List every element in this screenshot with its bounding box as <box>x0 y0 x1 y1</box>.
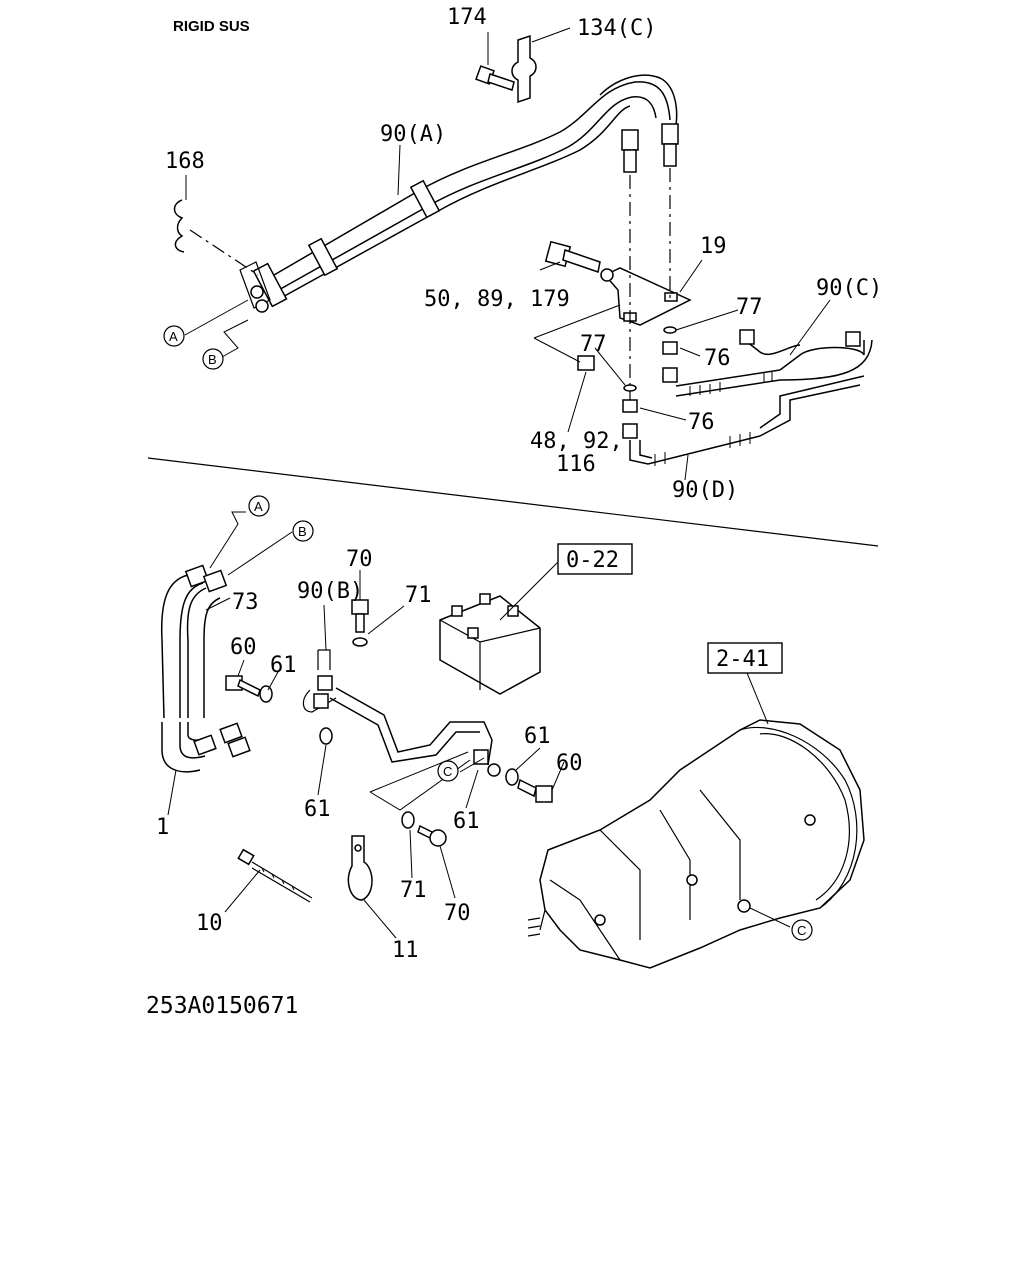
callout-11: 11 <box>392 938 419 963</box>
callout-61-mid: 61 <box>453 809 480 834</box>
valve-0-22 <box>439 593 541 695</box>
fasteners-top <box>577 326 678 413</box>
callout-labels: 174 134(C) 90(A) 168 19 50, 89, 179 77 7… <box>156 5 882 963</box>
circle-marker-a-bottom: A <box>248 495 270 517</box>
hose-73 <box>160 564 228 719</box>
callout-70-top: 70 <box>346 547 373 572</box>
callout-168: 168 <box>165 149 205 174</box>
reference-2-41-label: 2-41 <box>716 647 769 672</box>
callout-90d: 90(D) <box>672 478 738 503</box>
callout-174: 174 <box>447 5 487 30</box>
callout-70-bottom: 70 <box>444 901 471 926</box>
callout-60-left: 60 <box>230 635 257 660</box>
pipe-end-fittings <box>621 123 679 173</box>
reference-box-2-41: 2-41 <box>707 642 783 674</box>
fasteners-bottom <box>225 599 553 847</box>
callout-48-92: 48, 92, <box>530 429 623 454</box>
callout-71-bottom: 71 <box>400 878 427 903</box>
svg-text:B: B <box>208 352 217 367</box>
clip-168 <box>173 199 259 276</box>
callout-71-top: 71 <box>405 583 432 608</box>
pipe-brackets <box>239 179 441 313</box>
leader-lines-bottom <box>167 511 791 939</box>
circle-marker-b-top: B <box>202 348 224 370</box>
section-divider <box>147 457 879 547</box>
clip-134c <box>475 34 537 104</box>
circle-marker-c-transmission: C <box>791 919 813 941</box>
callout-61-left: 61 <box>270 653 297 678</box>
circle-marker-a-top: A <box>163 325 185 347</box>
callout-76-lower: 76 <box>688 410 715 435</box>
svg-text:A: A <box>254 499 263 514</box>
callout-61-right: 61 <box>524 724 551 749</box>
pipe-90a <box>261 74 678 305</box>
callout-90a: 90(A) <box>380 122 446 147</box>
callout-90b: 90(B) <box>297 579 363 604</box>
callout-73: 73 <box>232 590 259 615</box>
diagram-title: RIGID SUS <box>173 18 250 35</box>
svg-text:B: B <box>298 524 307 539</box>
callout-116: 116 <box>556 452 596 477</box>
hose-1 <box>161 722 251 773</box>
svg-text:C: C <box>443 764 452 779</box>
callout-77-left: 77 <box>580 332 607 357</box>
callout-90c: 90(C) <box>816 276 882 301</box>
tube-90b <box>302 649 493 766</box>
callout-60-right: 60 <box>556 751 583 776</box>
callout-77-right: 77 <box>736 295 763 320</box>
transmission-2-41 <box>527 719 865 969</box>
document-id: 253A0150671 <box>146 993 298 1019</box>
reference-0-22-label: 0-22 <box>566 548 619 573</box>
svg-text:C: C <box>797 923 806 938</box>
hose-90d <box>622 375 865 466</box>
hose-90c <box>662 329 873 397</box>
circle-marker-c-mid: C <box>437 760 459 782</box>
circle-marker-b-bottom: B <box>292 520 314 542</box>
cable-tie-10 <box>237 848 313 903</box>
callout-1: 1 <box>156 815 169 840</box>
reference-box-0-22: 0-22 <box>557 543 633 575</box>
callout-134c: 134(C) <box>577 16 656 41</box>
bracket-19 <box>544 240 692 326</box>
svg-text:A: A <box>169 329 178 344</box>
callout-61-lower: 61 <box>304 797 331 822</box>
callout-10: 10 <box>196 911 223 936</box>
callout-50-89-179: 50, 89, 179 <box>424 287 570 312</box>
leader-lines-top <box>184 27 831 481</box>
callout-76-upper: 76 <box>704 346 731 371</box>
callout-19: 19 <box>700 234 727 259</box>
clip-11 <box>347 835 373 901</box>
